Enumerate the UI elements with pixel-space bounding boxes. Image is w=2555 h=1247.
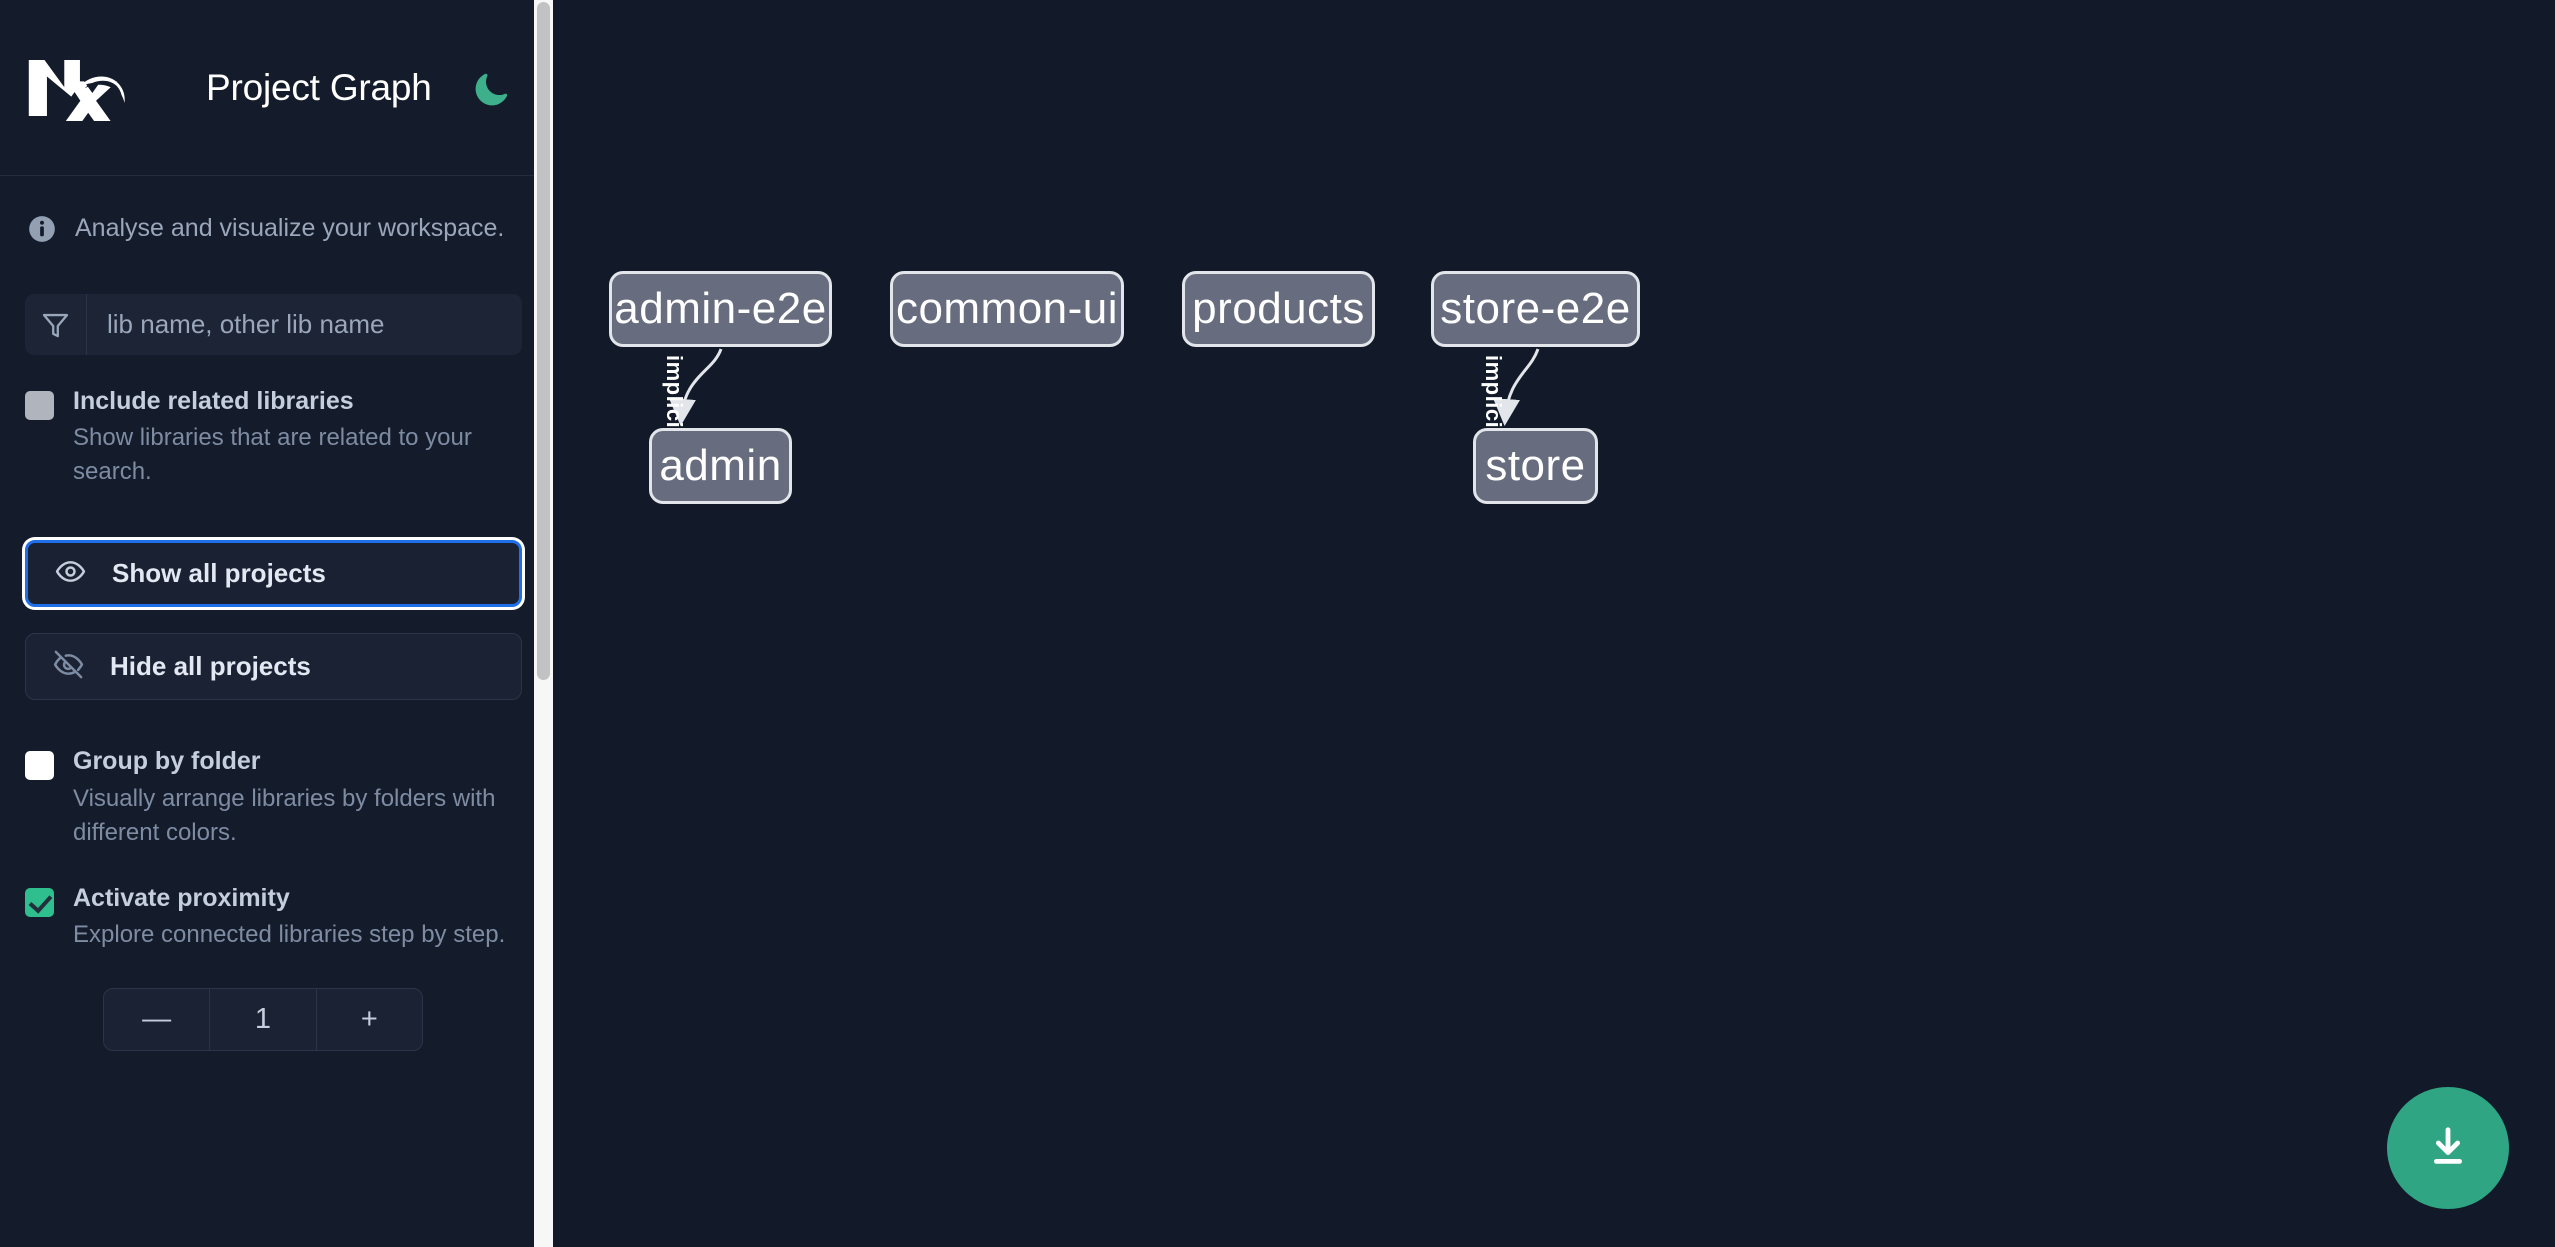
eye-off-icon xyxy=(53,649,84,685)
funnel-icon xyxy=(25,294,87,355)
graph-edges xyxy=(668,348,1540,426)
hide-all-projects-button[interactable]: Hide all projects xyxy=(25,633,522,701)
hide-all-projects-label: Hide all projects xyxy=(110,651,311,682)
edge-store-e2e-to-store xyxy=(1493,348,1540,426)
project-visibility-buttons: Show all projects Hide all projects xyxy=(0,540,553,701)
tagline-text: Analyse and visualize your workspace. xyxy=(75,214,505,242)
download-icon xyxy=(2424,1123,2472,1174)
stepper-decrement-button[interactable]: — xyxy=(142,1003,172,1036)
download-graph-button[interactable] xyxy=(2387,1087,2509,1209)
option-group-by-folder[interactable]: Group by folder Visually arrange librari… xyxy=(0,746,553,849)
graph-node-admin-e2e[interactable]: admin-e2e xyxy=(609,271,832,347)
sidebar-scrollbar-track[interactable] xyxy=(534,0,553,1247)
graph-node-store[interactable]: store xyxy=(1473,428,1598,504)
show-all-projects-button[interactable]: Show all projects xyxy=(25,540,522,608)
nx-logo xyxy=(25,55,125,121)
info-icon xyxy=(28,215,56,243)
tagline: Analyse and visualize your workspace. xyxy=(0,176,553,281)
search-input[interactable] xyxy=(87,294,522,355)
option-description: Explore connected libraries step by step… xyxy=(73,921,506,949)
moon-icon[interactable] xyxy=(470,66,514,110)
option-description: Show libraries that are related to your … xyxy=(73,424,472,486)
sidebar-header: Project Graph xyxy=(0,0,553,176)
option-activate-proximity[interactable]: Activate proximity Explore connected lib… xyxy=(0,883,553,952)
sidebar: Project Graph Analyse and visualize your… xyxy=(0,0,553,1247)
option-include-related-libraries[interactable]: Include related libraries Show libraries… xyxy=(0,386,553,489)
option-title: Include related libraries xyxy=(73,387,354,415)
checkbox-group-by-folder[interactable] xyxy=(25,751,54,781)
sidebar-scrollbar-thumb[interactable] xyxy=(537,2,550,680)
graph-node-products[interactable]: products xyxy=(1182,271,1375,347)
checkbox-activate-proximity[interactable] xyxy=(25,887,54,917)
graph-node-store-e2e[interactable]: store-e2e xyxy=(1431,271,1640,347)
edge-label-implicit-admin: implicit xyxy=(662,355,687,437)
filter-field[interactable] xyxy=(25,294,522,355)
page-title: Project Graph xyxy=(206,66,432,108)
edge-admin-e2e-to-admin xyxy=(668,348,723,426)
eye-icon xyxy=(55,556,86,592)
edge-label-implicit-store: implicit xyxy=(1481,355,1506,437)
option-title: Group by folder xyxy=(73,747,261,776)
graph-node-admin[interactable]: admin xyxy=(649,428,792,504)
proximity-stepper: — 1 + xyxy=(103,988,423,1052)
stepper-increment-button[interactable]: + xyxy=(315,989,422,1051)
show-all-projects-label: Show all projects xyxy=(112,558,326,589)
checkbox-include-related-libraries[interactable] xyxy=(25,391,54,420)
graph-node-common-ui[interactable]: common-ui xyxy=(890,271,1124,347)
option-description: Visually arrange libraries by folders wi… xyxy=(73,784,496,846)
option-title: Activate proximity xyxy=(73,883,290,912)
graph-canvas[interactable]: implicit implicit admin-e2e common-ui pr… xyxy=(553,0,2555,1247)
stepper-value: 1 xyxy=(209,989,315,1051)
